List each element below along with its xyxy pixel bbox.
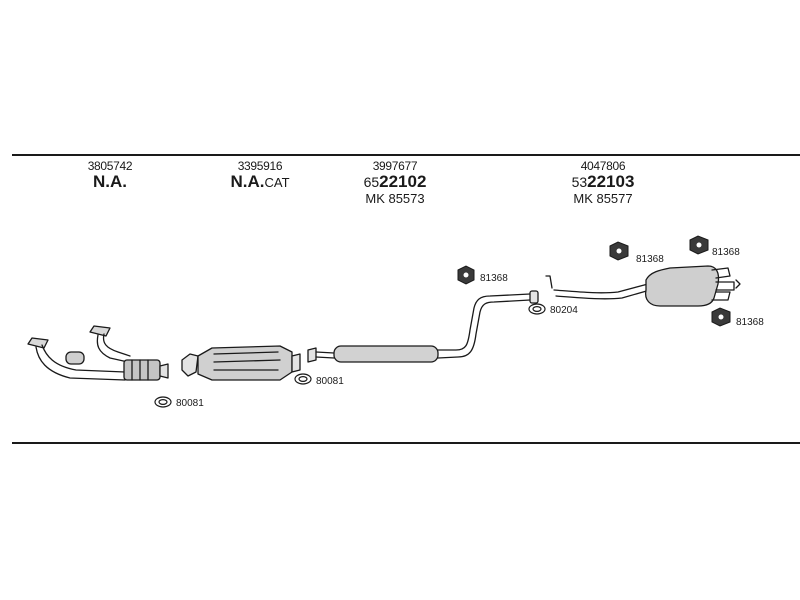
bottom-rule: [12, 442, 800, 444]
middle-silencer-illustration: [307, 290, 539, 363]
part-code: N.A.: [93, 172, 127, 192]
part-code-suffix: CAT: [264, 175, 290, 191]
part-code-prefix: 65: [363, 174, 380, 191]
part-mk-number: MK 85577: [573, 190, 633, 206]
hanger-label: 81368: [736, 317, 764, 328]
part-column-rear-silencer: 4047806 5322103 MK 85577: [548, 159, 658, 206]
catalyst-illustration: [181, 345, 301, 381]
gasket-label: 80081: [176, 398, 204, 409]
hanger-label: 81368: [636, 254, 664, 265]
part-code: 22102: [379, 172, 427, 192]
hanger-label: 81368: [712, 247, 740, 258]
gasket-icon: [294, 373, 312, 385]
part-ref-number: 3805742: [87, 159, 133, 173]
gasket-icon: [528, 303, 546, 315]
part-ref-number: 3395916: [237, 159, 283, 173]
gasket-icon: [154, 396, 172, 408]
part-column-middle-silencer: 3997677 6522102 MK 85573: [340, 159, 450, 206]
part-code: 22103: [587, 172, 635, 192]
part-column-catalyst: 3395916 N.A.CAT: [215, 159, 305, 192]
part-code: N.A.: [230, 172, 265, 192]
part-mk-number: MK 85573: [365, 190, 425, 206]
gasket-label: 80081: [316, 376, 344, 387]
part-ref-number: 3997677: [372, 159, 418, 173]
rear-silencer-illustration: [545, 265, 741, 307]
part-column-front-pipe: 3805742 N.A.: [75, 159, 145, 192]
part-code-prefix: 53: [571, 174, 588, 191]
front-pipe-illustration: [27, 325, 169, 381]
hanger-label: 81368: [480, 273, 508, 284]
gasket-label: 80204: [550, 305, 578, 316]
top-rule: [12, 154, 800, 156]
part-ref-number: 4047806: [580, 159, 626, 173]
